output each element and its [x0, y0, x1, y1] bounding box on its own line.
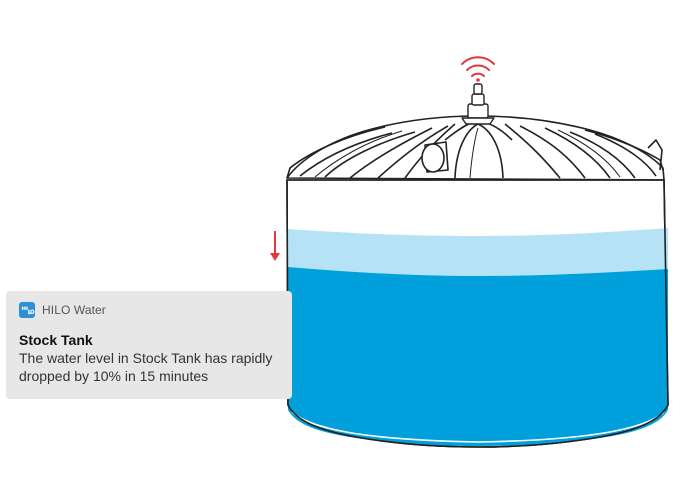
drained-water-band: [288, 228, 668, 276]
notification-message: The water level in Stock Tank has rapidl…: [19, 350, 273, 384]
hilo-logo-icon: [19, 302, 35, 318]
notification-card[interactable]: HILO Water Stock Tank The water level in…: [6, 291, 292, 399]
water-fill: [288, 267, 668, 446]
wifi-signal-icon: [461, 56, 495, 82]
level-sensor: [461, 83, 495, 125]
notification-title: Stock Tank: [19, 332, 93, 348]
tank-lid: [286, 115, 665, 181]
tank-body: [286, 179, 669, 448]
app-name: HILO Water: [42, 303, 106, 317]
notification-header: HILO Water: [19, 302, 292, 318]
arrow-down-icon: [270, 231, 280, 261]
